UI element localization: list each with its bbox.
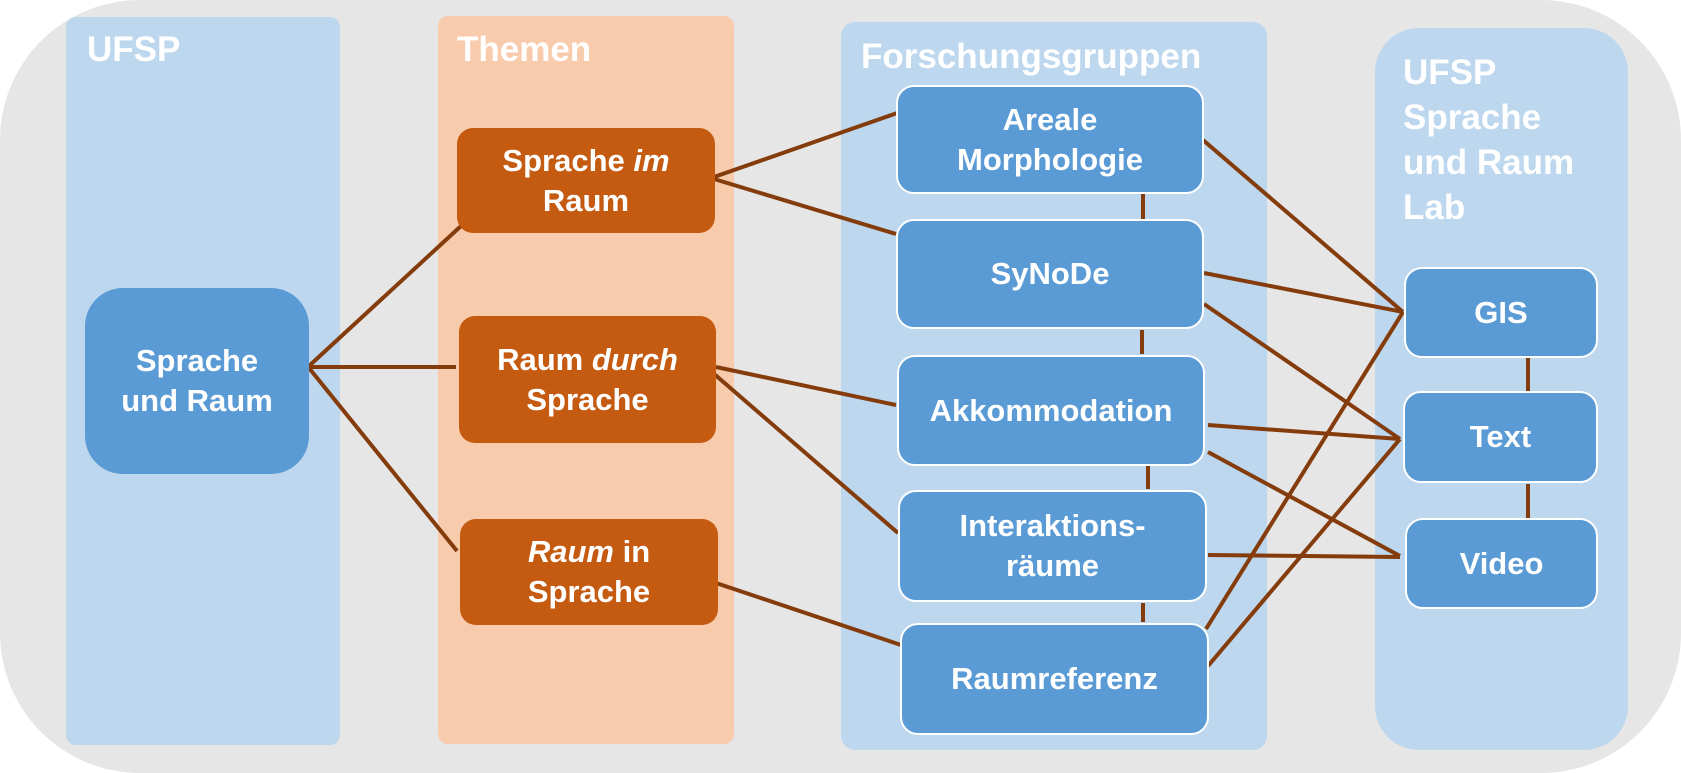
panel-title-lab: UFSP Sprache und Raum Lab — [1403, 50, 1574, 230]
node-label: Akkommodation — [929, 392, 1173, 428]
edge-raum-in-sprache-raumreferenz — [715, 581, 902, 647]
node-video[interactable]: Video — [1405, 518, 1598, 609]
edge-raumreferenz-text — [1206, 437, 1402, 668]
node-akkommodation[interactable]: Akkommodation — [897, 355, 1205, 466]
node-label-emphasis: im — [633, 142, 670, 178]
node-label: Raum in — [528, 532, 650, 572]
panel-lab: UFSP Sprache und Raum Lab — [1375, 28, 1628, 750]
panel-title-forschungsgruppen: Forschungsgruppen — [861, 37, 1202, 76]
edge-raum-durch-sprache-akkommodation — [715, 365, 897, 407]
node-label: Raum durch — [497, 340, 678, 380]
node-label-emphasis: durch — [591, 341, 678, 377]
node-label-part: in — [613, 534, 651, 569]
node-areale-morphologie[interactable]: Areale Morphologie — [896, 85, 1204, 194]
node-label-emphasis: Raum — [527, 534, 614, 569]
node-label: Morphologie — [957, 141, 1143, 177]
node-synode[interactable]: SyNoDe — [896, 219, 1204, 329]
node-label: Raum — [542, 182, 630, 218]
node-label: Sprache im — [502, 141, 669, 181]
panel-title-ufsp: UFSP — [87, 30, 181, 69]
edge-raumreferenz-gis — [1204, 310, 1405, 631]
node-label: Sprache — [526, 381, 649, 417]
lab-title-line: Lab — [1403, 188, 1466, 227]
node-label: und Raum — [121, 383, 273, 418]
lab-title-line: UFSP — [1403, 53, 1497, 92]
panel-title-themen: Themen — [457, 30, 592, 69]
node-text[interactable]: Text — [1403, 391, 1598, 483]
node-raum-durch-sprache[interactable]: Raum durch Sprache — [459, 316, 716, 443]
node-label: Text — [1469, 419, 1532, 454]
node-label: Interaktions- — [959, 508, 1146, 543]
node-sprache-im-raum[interactable]: Sprache im Raum — [457, 128, 715, 233]
edge-synode-text — [1202, 302, 1402, 441]
node-label-part: Sprache — [502, 142, 634, 178]
node-raum-in-sprache[interactable]: Raum in Sprache — [460, 519, 718, 625]
node-raumreferenz[interactable]: Raumreferenz — [900, 623, 1209, 735]
edge-sprache-im-raum-synode — [713, 177, 897, 236]
node-label: räume — [1005, 548, 1100, 583]
node-label-part: Raum — [497, 341, 592, 377]
edge-raum-durch-sprache-interaktionsraeume — [711, 371, 900, 535]
lab-title-line: und Raum — [1403, 143, 1575, 182]
node-label: GIS — [1474, 294, 1528, 330]
edge-areale-morphologie-gis — [1201, 138, 1405, 314]
node-interaktionsraeume[interactable]: Interaktions- räume — [898, 490, 1207, 602]
edge-akkommodation-text — [1207, 423, 1401, 441]
node-gis[interactable]: GIS — [1404, 267, 1598, 358]
edge-sprache-im-raum-areale-morphologie — [713, 110, 901, 179]
edge-sprache-und-raum-sprache-im-raum — [307, 224, 463, 368]
edge-synode-gis — [1203, 271, 1404, 314]
node-sprache-und-raum[interactable]: Sprache und Raum — [85, 288, 309, 474]
edge-akkommodation-video — [1207, 450, 1401, 558]
node-label: Video — [1459, 545, 1544, 581]
node-label: Areale — [1002, 101, 1098, 137]
edge-sprache-und-raum-raum-in-sprache — [307, 366, 459, 553]
edge-interaktionsraeume-video — [1207, 553, 1401, 559]
node-label: Raumreferenz — [951, 661, 1158, 696]
node-label: Sprache — [135, 343, 259, 378]
node-label: Sprache — [527, 574, 651, 609]
node-label: SyNoDe — [990, 256, 1110, 291]
lab-title-line: Sprache — [1403, 98, 1542, 137]
